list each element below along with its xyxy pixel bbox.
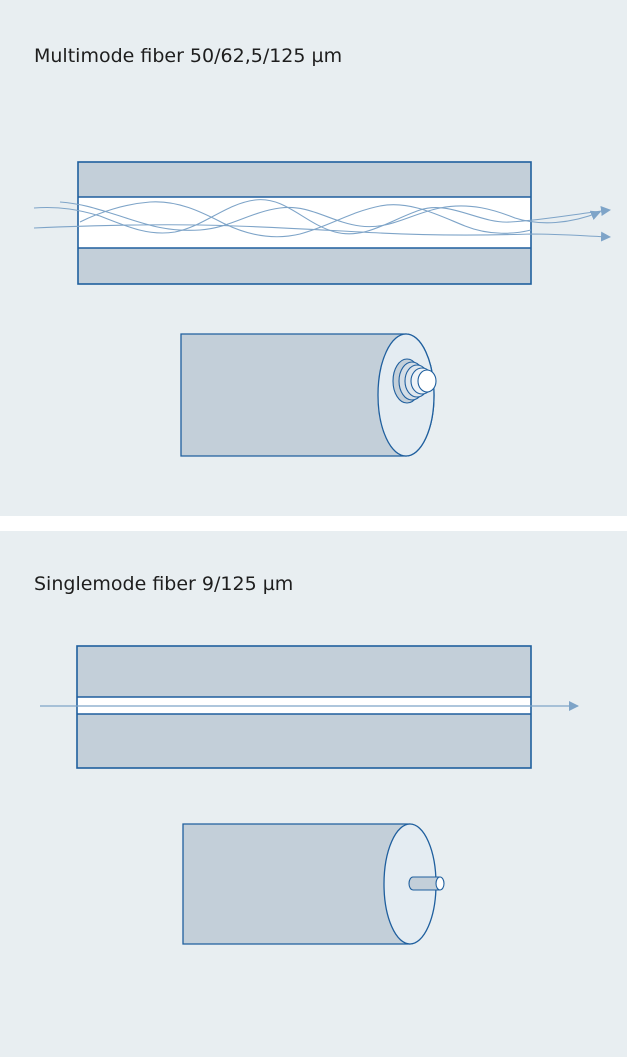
- multimode-cladding-bottom: [78, 248, 531, 284]
- singlemode-panel-background: [0, 531, 627, 1057]
- singlemode-cylinder: [182, 823, 445, 945]
- multimode-ray-4: [79, 201, 532, 238]
- singlemode-title: Singlemode fiber 9/125 µm: [34, 573, 294, 595]
- multimode-ray-1: [33, 199, 611, 235]
- singlemode-cladding-top: [77, 646, 531, 697]
- singlemode-core-end: [435, 876, 445, 891]
- multimode-ray-3: [59, 201, 601, 231]
- multimode-longitudinal-section: [33, 161, 611, 285]
- multimode-ray-2: [33, 224, 611, 242]
- singlemode-panel: Singlemode fiber 9/125 µm: [0, 531, 627, 1057]
- multimode-title: Multimode fiber 50/62,5/125 µm: [34, 45, 343, 67]
- multimode-cylinder: [180, 333, 437, 457]
- singlemode-longitudinal-section: [40, 645, 579, 769]
- singlemode-core-stub: [408, 876, 441, 891]
- multimode-outline: [77, 161, 532, 285]
- singlemode-outline: [76, 645, 532, 769]
- singlemode-cladding-bottom: [77, 714, 531, 768]
- multimode-core-end: [417, 369, 437, 393]
- multimode-core: [78, 197, 531, 248]
- multimode-cladding-top: [78, 162, 531, 197]
